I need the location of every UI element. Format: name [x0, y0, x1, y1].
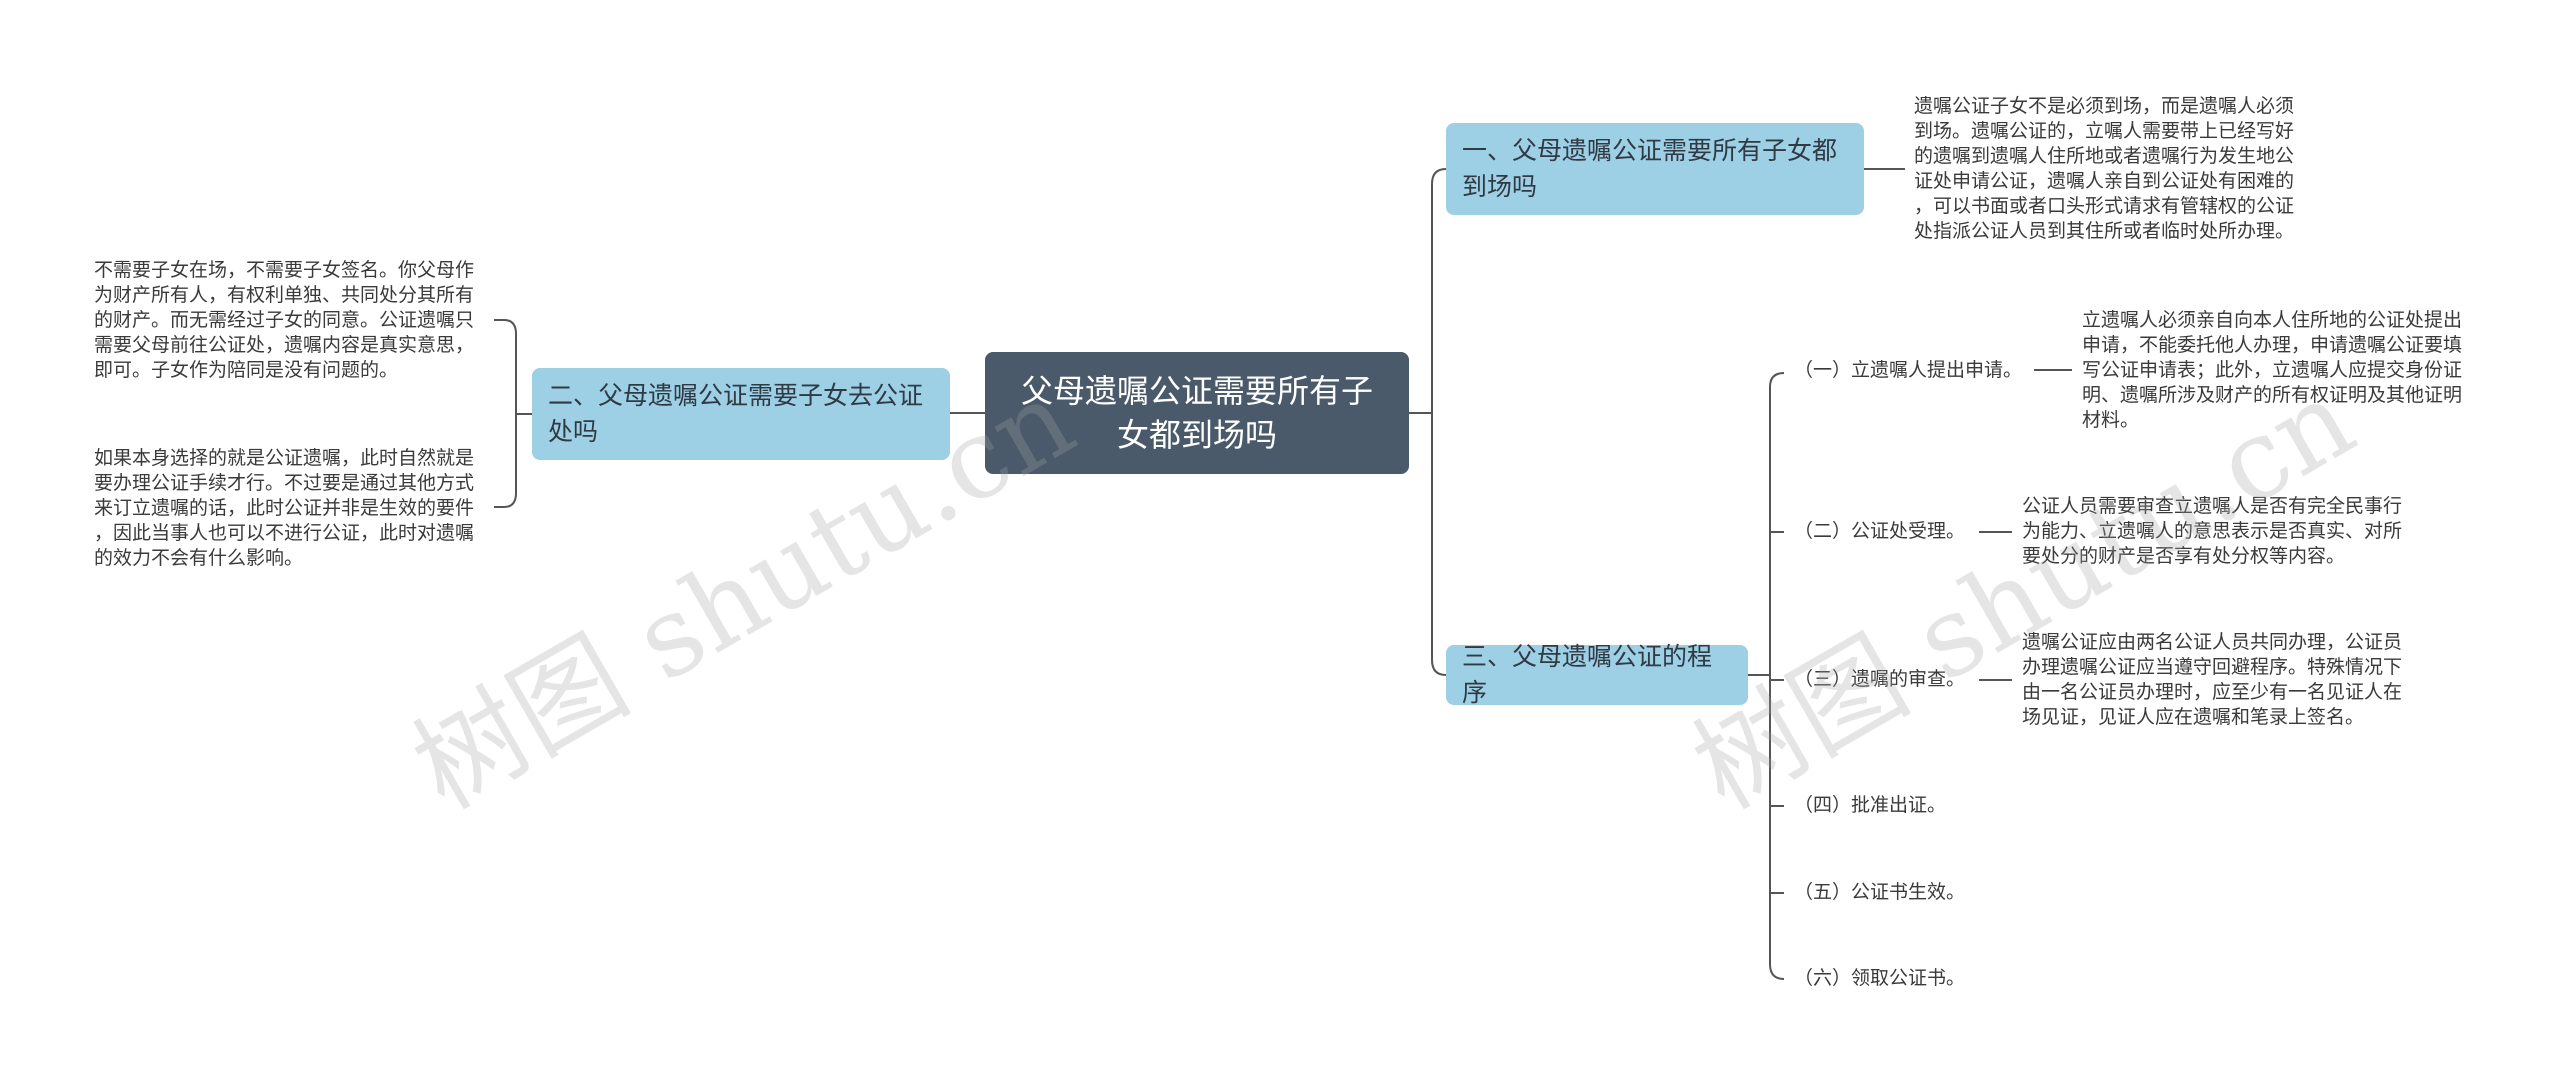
desc-line: 处指派公证人员到其住所或者临时处所办理。: [1914, 220, 2295, 242]
desc-line: 证处申请公证，遗嘱人亲自到公证处有困难的: [1914, 170, 2295, 192]
desc-line: 要办理公证手续才行。不过要是通过其他方式: [94, 472, 475, 494]
desc-line: 即可。子女作为陪同是没有问题的。: [94, 359, 399, 381]
branch-2-paragraph-1: 不需要子女在场，不需要子女签名。你父母作 为财产所有人，有权利单独、共同处分其所…: [94, 258, 494, 383]
desc-line: ，可以书面或者口头形式请求有管辖权的公证: [1914, 195, 2295, 217]
root-node[interactable]: 父母遗嘱公证需要所有子女都到场吗: [985, 352, 1409, 474]
desc-line: 的财产。而无需经过子女的同意。公证遗嘱只: [94, 309, 475, 331]
branch-node-2[interactable]: 二、父母遗嘱公证需要子女去公证处吗: [532, 368, 950, 460]
branch-2-title: 二、父母遗嘱公证需要子女去公证处吗: [548, 381, 924, 446]
step-1-description: 立遗嘱人必须亲自向本人住所地的公证处提出 申请，不能委托他人办理，申请遗嘱公证要…: [2082, 308, 2482, 433]
desc-line: 不需要子女在场，不需要子女签名。你父母作: [94, 259, 475, 281]
branch-node-3[interactable]: 三、父母遗嘱公证的程序: [1446, 642, 1748, 707]
desc-line: 需要父母前往公证处，遗嘱内容是真实意思，: [94, 334, 475, 356]
desc-line: 由一名公证员办理时，应至少有一名见证人在: [2022, 681, 2403, 703]
step-3-description: 遗嘱公证应由两名公证人员共同办理，公证员 办理遗嘱公证应当遵守回避程序。特殊情况…: [2022, 630, 2422, 730]
root-title: 父母遗嘱公证需要所有子女都到场吗: [1020, 372, 1373, 454]
step-5[interactable]: （五）公证书生效。: [1794, 879, 1965, 906]
desc-line: 立遗嘱人必须亲自向本人住所地的公证处提出: [2082, 309, 2463, 331]
step-4-label: （四）批准出证。: [1794, 794, 1947, 816]
desc-line: 的效力不会有什么影响。: [94, 547, 304, 569]
branch-1-title: 一、父母遗嘱公证需要所有子女都到场吗: [1462, 136, 1838, 201]
desc-line: 办理遗嘱公证应当遵守回避程序。特殊情况下: [2022, 656, 2403, 678]
branch-3-title: 三、父母遗嘱公证的程序: [1462, 642, 1713, 707]
branch-1-description: 遗嘱公证子女不是必须到场，而是遗嘱人必须 到场。遗嘱公证的，立嘱人需要带上已经写…: [1914, 94, 2314, 244]
step-3[interactable]: （三）遗嘱的审查。: [1794, 666, 1965, 693]
step-2[interactable]: （二）公证处受理。: [1794, 518, 1965, 545]
branch-2-paragraph-2: 如果本身选择的就是公证遗嘱，此时自然就是 要办理公证手续才行。不过要是通过其他方…: [94, 446, 494, 571]
step-2-description: 公证人员需要审查立遗嘱人是否有完全民事行 为能力、立遗嘱人的意思表示是否真实、对…: [2022, 494, 2422, 569]
step-6[interactable]: （六）领取公证书。: [1794, 965, 1965, 992]
step-1-label: （一）立遗嘱人提出申请。: [1794, 359, 2023, 381]
desc-line: 申请，不能委托他人办理，申请遗嘱公证要填: [2082, 334, 2463, 356]
desc-line: 遗嘱公证应由两名公证人员共同办理，公证员: [2022, 631, 2403, 653]
desc-line: 要处分的财产是否享有处分权等内容。: [2022, 545, 2346, 567]
step-4[interactable]: （四）批准出证。: [1794, 792, 1946, 819]
desc-line: 为能力、立遗嘱人的意思表示是否真实、对所: [2022, 520, 2403, 542]
step-3-label: （三）遗嘱的审查。: [1794, 668, 1966, 690]
desc-line: 明、遗嘱所涉及财产的所有权证明及其他证明: [2082, 384, 2463, 406]
desc-line: 场见证，见证人应在遗嘱和笔录上签名。: [2022, 706, 2365, 728]
desc-line: 到场。遗嘱公证的，立嘱人需要带上已经写好: [1914, 120, 2295, 142]
desc-line: 来订立遗嘱的话，此时公证并非是生效的要件: [94, 497, 475, 519]
step-5-label: （五）公证书生效。: [1794, 881, 1966, 903]
desc-line: 写公证申请表；此外，立遗嘱人应提交身份证: [2082, 359, 2463, 381]
desc-line: 为财产所有人，有权利单独、共同处分其所有: [94, 284, 475, 306]
step-1[interactable]: （一）立遗嘱人提出申请。: [1794, 357, 2022, 384]
desc-line: 材料。: [2082, 409, 2140, 431]
desc-line: ，因此当事人也可以不进行公证，此时对遗嘱: [94, 522, 475, 544]
desc-line: 公证人员需要审查立遗嘱人是否有完全民事行: [2022, 495, 2403, 517]
step-6-label: （六）领取公证书。: [1794, 967, 1966, 989]
desc-line: 的遗嘱到遗嘱人住所地或者遗嘱行为发生地公: [1914, 145, 2295, 167]
branch-node-1[interactable]: 一、父母遗嘱公证需要所有子女都到场吗: [1446, 123, 1864, 215]
desc-line: 如果本身选择的就是公证遗嘱，此时自然就是: [94, 447, 475, 469]
desc-line: 遗嘱公证子女不是必须到场，而是遗嘱人必须: [1914, 95, 2295, 117]
step-2-label: （二）公证处受理。: [1794, 520, 1966, 542]
